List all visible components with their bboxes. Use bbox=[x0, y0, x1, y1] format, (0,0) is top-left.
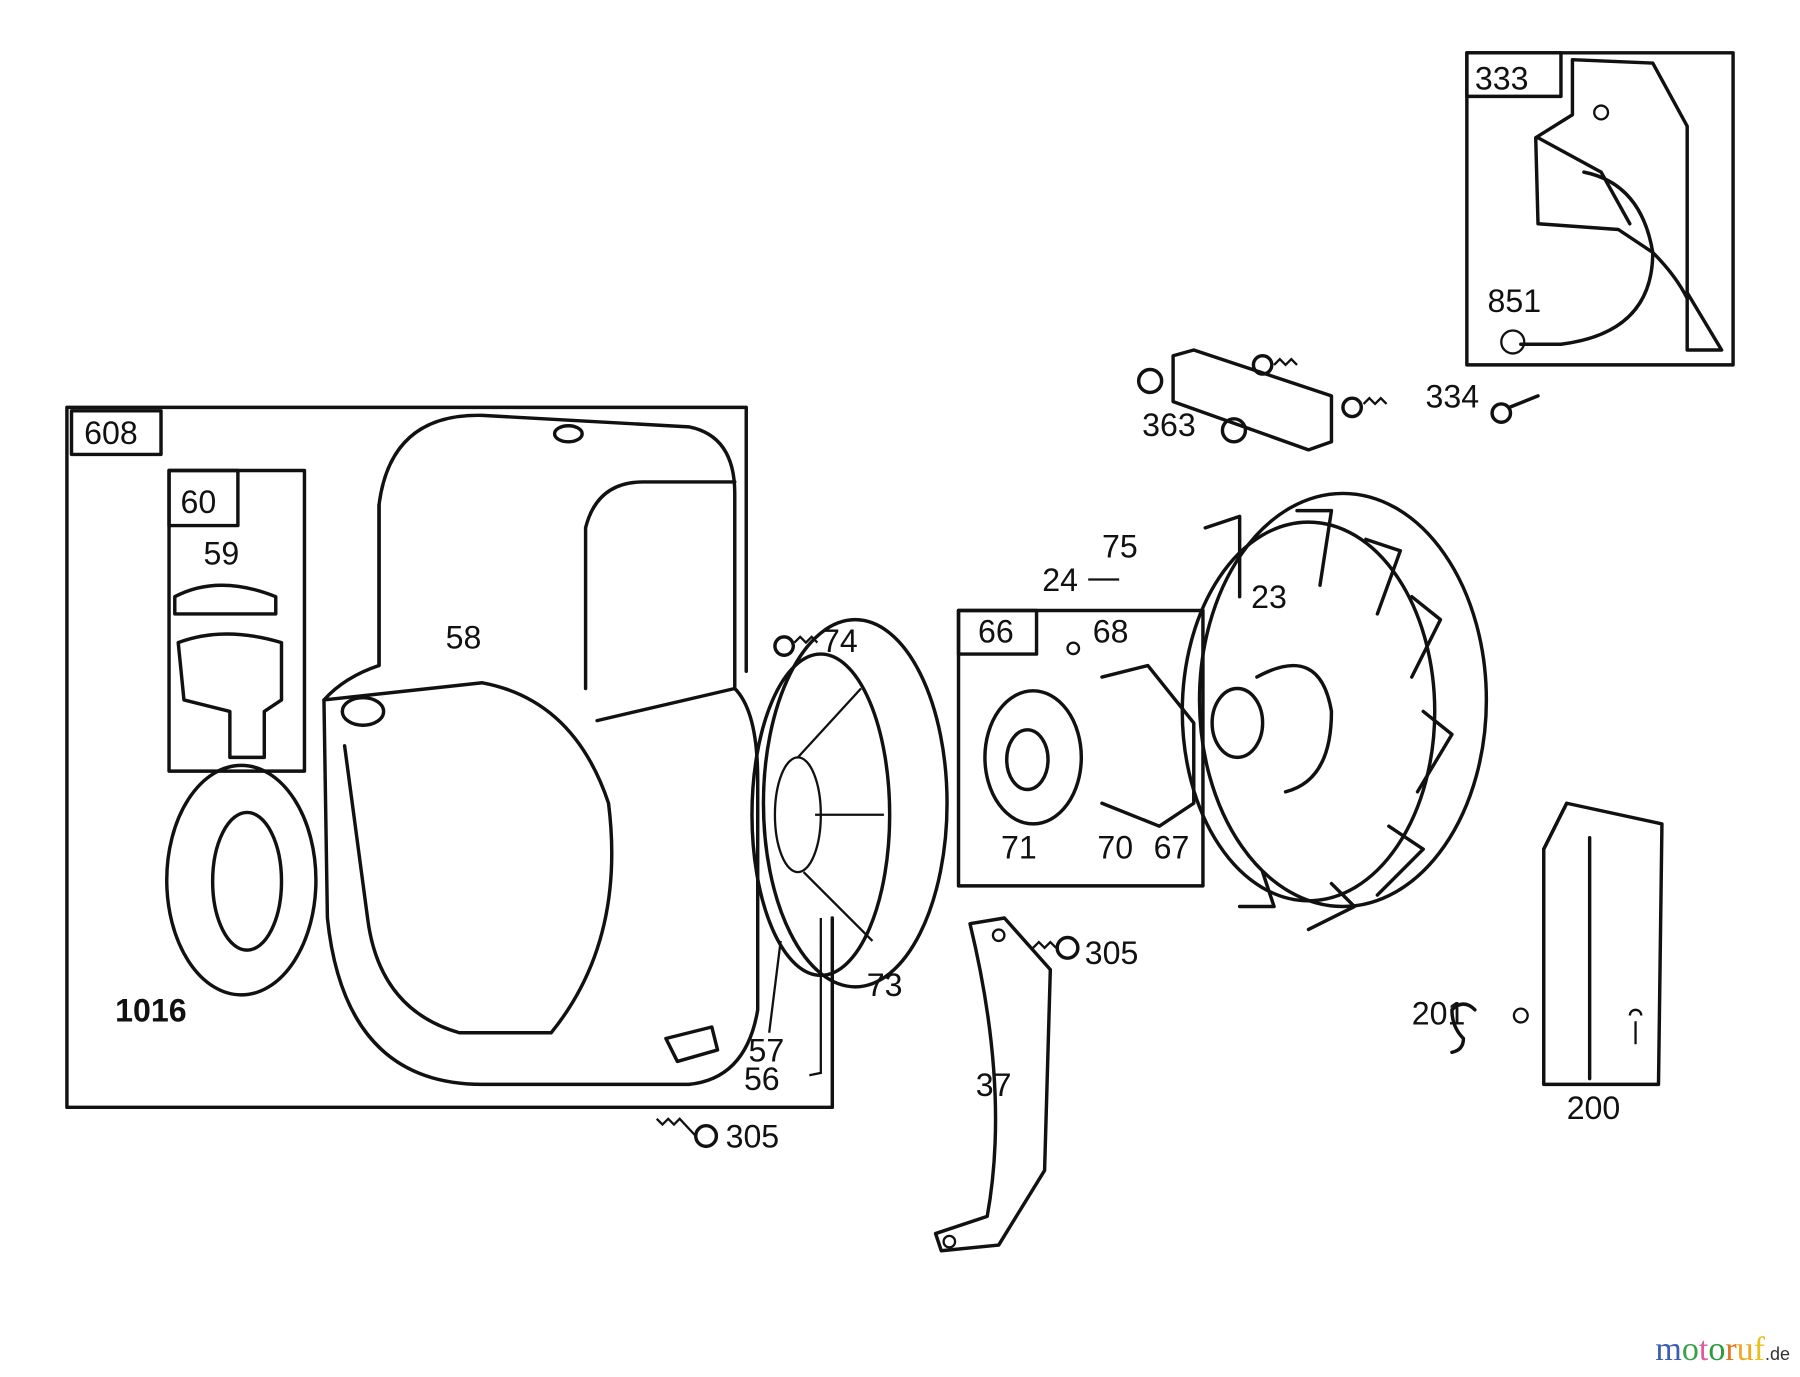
watermark-letter: t bbox=[1698, 1331, 1709, 1368]
callout-333: 333 bbox=[1475, 61, 1529, 97]
callout-305-upper: 305 bbox=[1085, 935, 1139, 971]
watermark-letter: f bbox=[1753, 1331, 1765, 1368]
callout-59: 59 bbox=[203, 536, 239, 572]
part-334-screw bbox=[1490, 394, 1540, 425]
part-box-60 bbox=[167, 468, 307, 773]
part-200-air-guide bbox=[1450, 801, 1664, 1087]
callout-71: 71 bbox=[1001, 829, 1037, 865]
callout-73: 73 bbox=[867, 967, 903, 1003]
watermark-letter: r bbox=[1725, 1331, 1737, 1368]
callout-201: 201 bbox=[1412, 996, 1466, 1032]
part-box-608 bbox=[65, 405, 835, 1110]
callout-75: 75 bbox=[1102, 529, 1138, 565]
part-box-333 bbox=[1465, 51, 1735, 367]
callout-56: 56 bbox=[744, 1061, 780, 1097]
callout-68: 68 bbox=[1093, 614, 1129, 650]
callout-74: 74 bbox=[822, 623, 858, 659]
callout-57: 57 bbox=[749, 1032, 785, 1068]
watermark-letter: m bbox=[1655, 1331, 1682, 1368]
watermark-letter: u bbox=[1736, 1331, 1754, 1368]
watermark-letter: o bbox=[1681, 1331, 1699, 1368]
callout-851: 851 bbox=[1488, 283, 1542, 319]
watermark-suffix: .de bbox=[1764, 1344, 1790, 1364]
part-73-rewind-starter bbox=[750, 617, 949, 1077]
callout-363: 363 bbox=[1142, 407, 1196, 443]
callout-1016: 1016 bbox=[115, 992, 186, 1028]
callout-67: 67 bbox=[1154, 829, 1190, 865]
callout-23: 23 bbox=[1251, 579, 1287, 615]
part-23-flywheel bbox=[1088, 491, 1489, 932]
callout-60: 60 bbox=[181, 484, 217, 520]
part-363-bracket bbox=[1136, 348, 1388, 452]
part-37-baffle bbox=[655, 916, 1080, 1253]
callout-66: 66 bbox=[978, 614, 1014, 650]
callout-305-lower: 305 bbox=[726, 1119, 780, 1155]
callout-334: 334 bbox=[1426, 378, 1480, 414]
watermark-text: motoruf bbox=[1655, 1331, 1765, 1368]
callout-70: 70 bbox=[1097, 829, 1133, 865]
callout-58: 58 bbox=[446, 619, 482, 655]
watermark-letter: o bbox=[1708, 1331, 1726, 1368]
part-1016-washer bbox=[165, 763, 318, 997]
callout-608: 608 bbox=[84, 415, 138, 451]
callout-37: 37 bbox=[976, 1067, 1012, 1103]
callout-24: 24 bbox=[1042, 562, 1078, 598]
callout-200: 200 bbox=[1567, 1090, 1621, 1126]
watermark-logo: motoruf.de bbox=[1655, 1331, 1790, 1369]
